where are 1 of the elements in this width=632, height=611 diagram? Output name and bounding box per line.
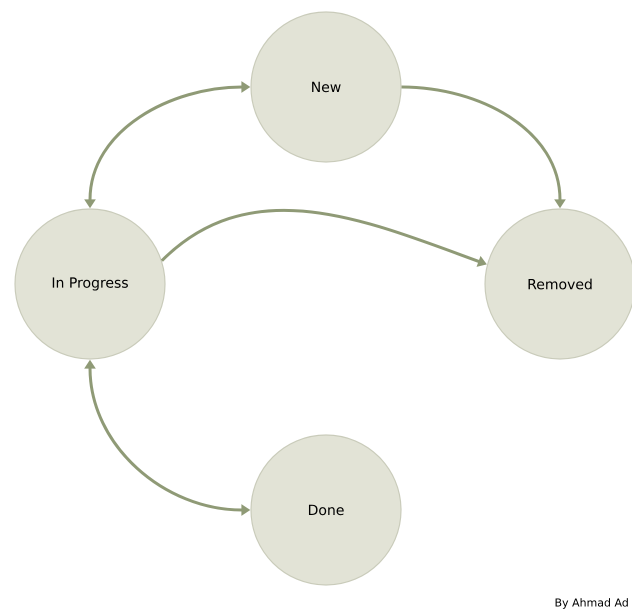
credit-text: By Ahmad Ad bbox=[556, 598, 628, 609]
